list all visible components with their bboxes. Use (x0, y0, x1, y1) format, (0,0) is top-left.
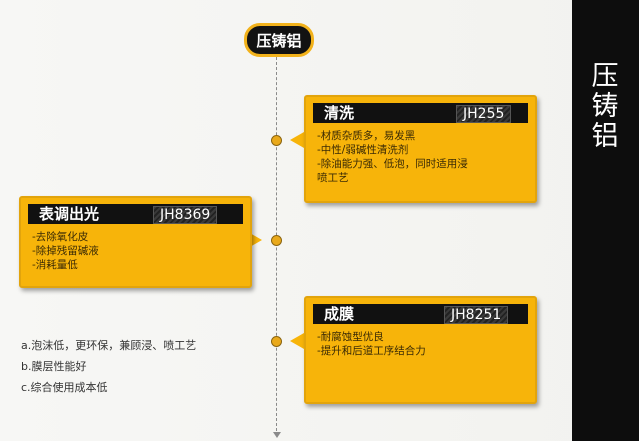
step-card-film: 成膜 JH8251 -耐腐蚀型优良 -提升和后道工序结合力 (304, 296, 537, 404)
sidebar-title-char: 铸 (591, 91, 619, 122)
card-header: 表调出光 JH8369 (28, 204, 243, 224)
card-line: -提升和后道工序结合力 (317, 345, 426, 357)
note-item: c.综合使用成本低 (21, 381, 108, 394)
card-line: 喷工艺 (317, 172, 349, 184)
product-code: JH8251 (444, 306, 509, 324)
note-item: b.膜层性能好 (21, 360, 87, 373)
card-line: -耐腐蚀型优良 (317, 331, 384, 343)
card-line: -除油能力强、低泡，同时适用浸 (317, 158, 468, 170)
step-card-brighten: 表调出光 JH8369 -去除氧化皮 -除掉残留碱液 -消耗量低 (19, 196, 252, 288)
card-header: 清洗 JH255 (313, 103, 528, 123)
card-header: 成膜 JH8251 (313, 304, 528, 324)
step-card-clean: 清洗 JH255 -材质杂质多，易发黑 -中性/弱碱性清洗剂 -除油能力强、低泡… (304, 95, 537, 203)
card-line: -除掉残留碱液 (32, 245, 99, 257)
summary-notes: a.泡沫低，更环保，兼顾浸、喷工艺 b.膜层性能好 c.综合使用成本低 (21, 335, 196, 398)
card-description: -耐腐蚀型优良 -提升和后道工序结合力 (317, 330, 529, 358)
timeline-node (271, 235, 282, 246)
card-title: 表调出光 (39, 205, 100, 223)
card-line: -材质杂质多，易发黑 (317, 130, 416, 142)
timeline-start-label: 压铸铝 (244, 23, 314, 57)
card-description: -去除氧化皮 -除掉残留碱液 -消耗量低 (32, 230, 244, 272)
card-line: -中性/弱碱性清洗剂 (317, 144, 409, 156)
card-title: 清洗 (324, 104, 355, 122)
product-code: JH255 (456, 105, 512, 123)
sidebar-title-char: 压 (591, 61, 619, 92)
timeline-node (271, 135, 282, 146)
card-pointer (290, 132, 304, 148)
sidebar-title: 压 铸 铝 (590, 62, 620, 152)
card-pointer (290, 333, 304, 349)
sidebar-title-char: 铝 (591, 121, 619, 152)
note-item: a.泡沫低，更环保，兼顾浸、喷工艺 (21, 339, 197, 352)
card-description: -材质杂质多，易发黑 -中性/弱碱性清洗剂 -除油能力强、低泡，同时适用浸 喷工… (317, 129, 529, 185)
card-line: -消耗量低 (32, 259, 78, 271)
timeline-arrow-icon (273, 432, 281, 438)
right-sidebar (572, 0, 639, 441)
timeline-node (271, 336, 282, 347)
card-title: 成膜 (324, 305, 355, 323)
card-line: -去除氧化皮 (32, 231, 89, 243)
product-code: JH8369 (153, 206, 218, 224)
